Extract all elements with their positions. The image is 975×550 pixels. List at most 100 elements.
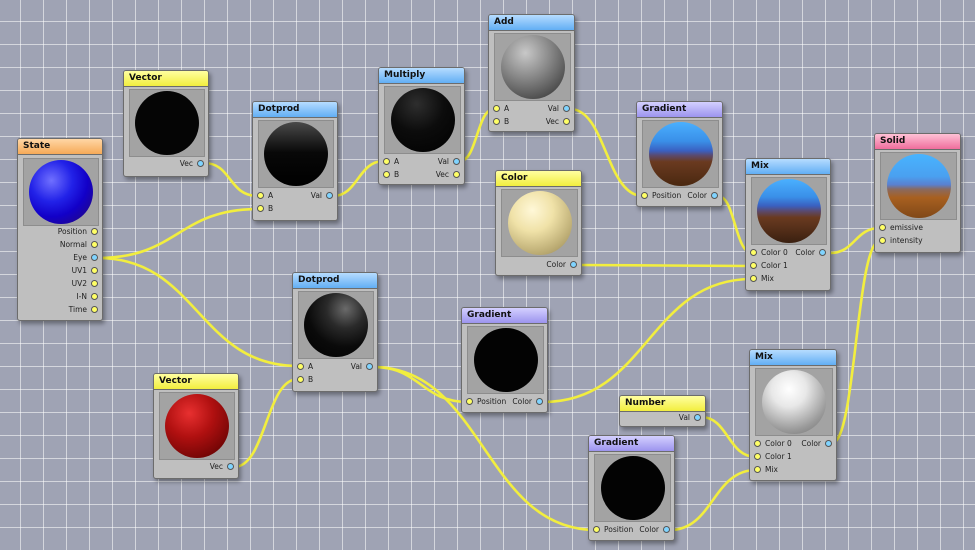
mix-node-2-title[interactable]: Mix [750, 350, 836, 366]
port-dot[interactable] [493, 118, 500, 125]
port-dot[interactable] [711, 192, 718, 199]
gradient-node-3-title[interactable]: Gradient [589, 436, 674, 452]
port-dot[interactable] [819, 249, 826, 256]
vector-node-2-title[interactable]: Vector [154, 374, 238, 390]
dotprod2-port-b[interactable]: B [297, 374, 313, 386]
add-port-val[interactable]: Val [548, 103, 570, 115]
port-dot[interactable] [570, 261, 577, 268]
port-dot[interactable] [366, 363, 373, 370]
port-dot[interactable] [297, 376, 304, 383]
port-dot[interactable] [453, 158, 460, 165]
multiply-port-b[interactable]: B [383, 169, 399, 181]
multiply-node-title[interactable]: Multiply [379, 68, 464, 84]
gradient-node-1-title[interactable]: Gradient [637, 102, 722, 118]
state-port-eye[interactable]: Eye [73, 252, 98, 264]
port-dot[interactable] [593, 526, 600, 533]
port-dot[interactable] [563, 118, 570, 125]
dotprod-node-2[interactable]: Dotprod A B Val [292, 272, 378, 392]
add-port-vec[interactable]: Vec [546, 116, 570, 128]
mix1-port-mix[interactable]: Mix [750, 273, 774, 285]
state-port-i-n[interactable]: I-N [76, 291, 98, 303]
port-dot[interactable] [227, 463, 234, 470]
port-dot[interactable] [750, 249, 757, 256]
dotprod1-port-val[interactable]: Val [311, 190, 333, 202]
port-dot[interactable] [879, 224, 886, 231]
mix-node-1-title[interactable]: Mix [746, 159, 830, 175]
dotprod-node-2-title[interactable]: Dotprod [293, 273, 377, 289]
dotprod-node-1-title[interactable]: Dotprod [253, 102, 337, 118]
port-dot[interactable] [754, 466, 761, 473]
gradient3-port-position[interactable]: Position [593, 524, 633, 536]
add-node-title[interactable]: Add [489, 15, 574, 31]
state-node[interactable]: State Position Normal Eye UV1 UV2 I-N Ti… [17, 138, 103, 321]
vector-node-1[interactable]: Vector Vec [123, 70, 209, 177]
port-dot[interactable] [91, 280, 98, 287]
solid-port-intensity[interactable]: intensity [879, 235, 923, 247]
port-dot[interactable] [754, 453, 761, 460]
multiply-port-a[interactable]: A [383, 156, 399, 168]
number-node[interactable]: Number Val [619, 395, 706, 427]
vector-node-2[interactable]: Vector Vec [153, 373, 239, 479]
add-port-b[interactable]: B [493, 116, 509, 128]
port-dot[interactable] [536, 398, 543, 405]
gradient-node-2[interactable]: Gradient Position Color [461, 307, 548, 413]
state-port-position[interactable]: Position [58, 226, 98, 238]
vector2-port-vec[interactable]: Vec [210, 461, 234, 473]
port-dot[interactable] [91, 254, 98, 261]
dotprod1-port-a[interactable]: A [257, 190, 273, 202]
state-node-title[interactable]: State [18, 139, 102, 155]
port-dot[interactable] [453, 171, 460, 178]
color-node[interactable]: Color Color [495, 170, 582, 276]
gradient2-port-position[interactable]: Position [466, 396, 506, 408]
number-node-title[interactable]: Number [620, 396, 705, 412]
port-dot[interactable] [257, 192, 264, 199]
dotprod1-port-b[interactable]: B [257, 203, 273, 215]
color-node-title[interactable]: Color [496, 171, 581, 187]
port-dot[interactable] [91, 306, 98, 313]
port-dot[interactable] [91, 267, 98, 274]
mix1-port-color[interactable]: Color [795, 247, 826, 259]
gradient-node-2-title[interactable]: Gradient [462, 308, 547, 324]
dotprod2-port-a[interactable]: A [297, 361, 313, 373]
port-dot[interactable] [326, 192, 333, 199]
number-port-val[interactable]: Val [679, 412, 701, 424]
gradient2-port-color[interactable]: Color [512, 396, 543, 408]
port-dot[interactable] [383, 158, 390, 165]
port-dot[interactable] [197, 160, 204, 167]
mix2-port-color[interactable]: Color [801, 438, 832, 450]
gradient-node-3[interactable]: Gradient Position Color [588, 435, 675, 541]
state-port-time[interactable]: Time [69, 304, 98, 316]
gradient3-port-color[interactable]: Color [639, 524, 670, 536]
gradient-node-1[interactable]: Gradient Position Color [636, 101, 723, 207]
port-dot[interactable] [754, 440, 761, 447]
mix2-port-mix[interactable]: Mix [754, 464, 778, 476]
solid-node-title[interactable]: Solid [875, 134, 960, 150]
port-dot[interactable] [641, 192, 648, 199]
state-port-uv1[interactable]: UV1 [72, 265, 98, 277]
port-dot[interactable] [563, 105, 570, 112]
port-dot[interactable] [257, 205, 264, 212]
dotprod2-port-val[interactable]: Val [351, 361, 373, 373]
mix2-port-color1[interactable]: Color 1 [754, 451, 792, 463]
port-dot[interactable] [91, 293, 98, 300]
solid-node[interactable]: Solid emissive intensity [874, 133, 961, 253]
port-dot[interactable] [466, 398, 473, 405]
port-dot[interactable] [297, 363, 304, 370]
dotprod-node-1[interactable]: Dotprod A B Val [252, 101, 338, 221]
state-port-uv2[interactable]: UV2 [72, 278, 98, 290]
color-port-color[interactable]: Color [546, 259, 577, 271]
port-dot[interactable] [91, 228, 98, 235]
port-dot[interactable] [493, 105, 500, 112]
multiply-node[interactable]: Multiply A B Val Vec [378, 67, 465, 185]
mix-node-2[interactable]: Mix Color 0 Color 1 Mix Color [749, 349, 837, 481]
port-dot[interactable] [383, 171, 390, 178]
port-dot[interactable] [91, 241, 98, 248]
port-dot[interactable] [879, 237, 886, 244]
multiply-port-vec[interactable]: Vec [436, 169, 460, 181]
solid-port-emissive[interactable]: emissive [879, 222, 923, 234]
gradient1-port-position[interactable]: Position [641, 190, 681, 202]
port-dot[interactable] [825, 440, 832, 447]
port-dot[interactable] [750, 275, 757, 282]
port-dot[interactable] [663, 526, 670, 533]
gradient1-port-color[interactable]: Color [687, 190, 718, 202]
